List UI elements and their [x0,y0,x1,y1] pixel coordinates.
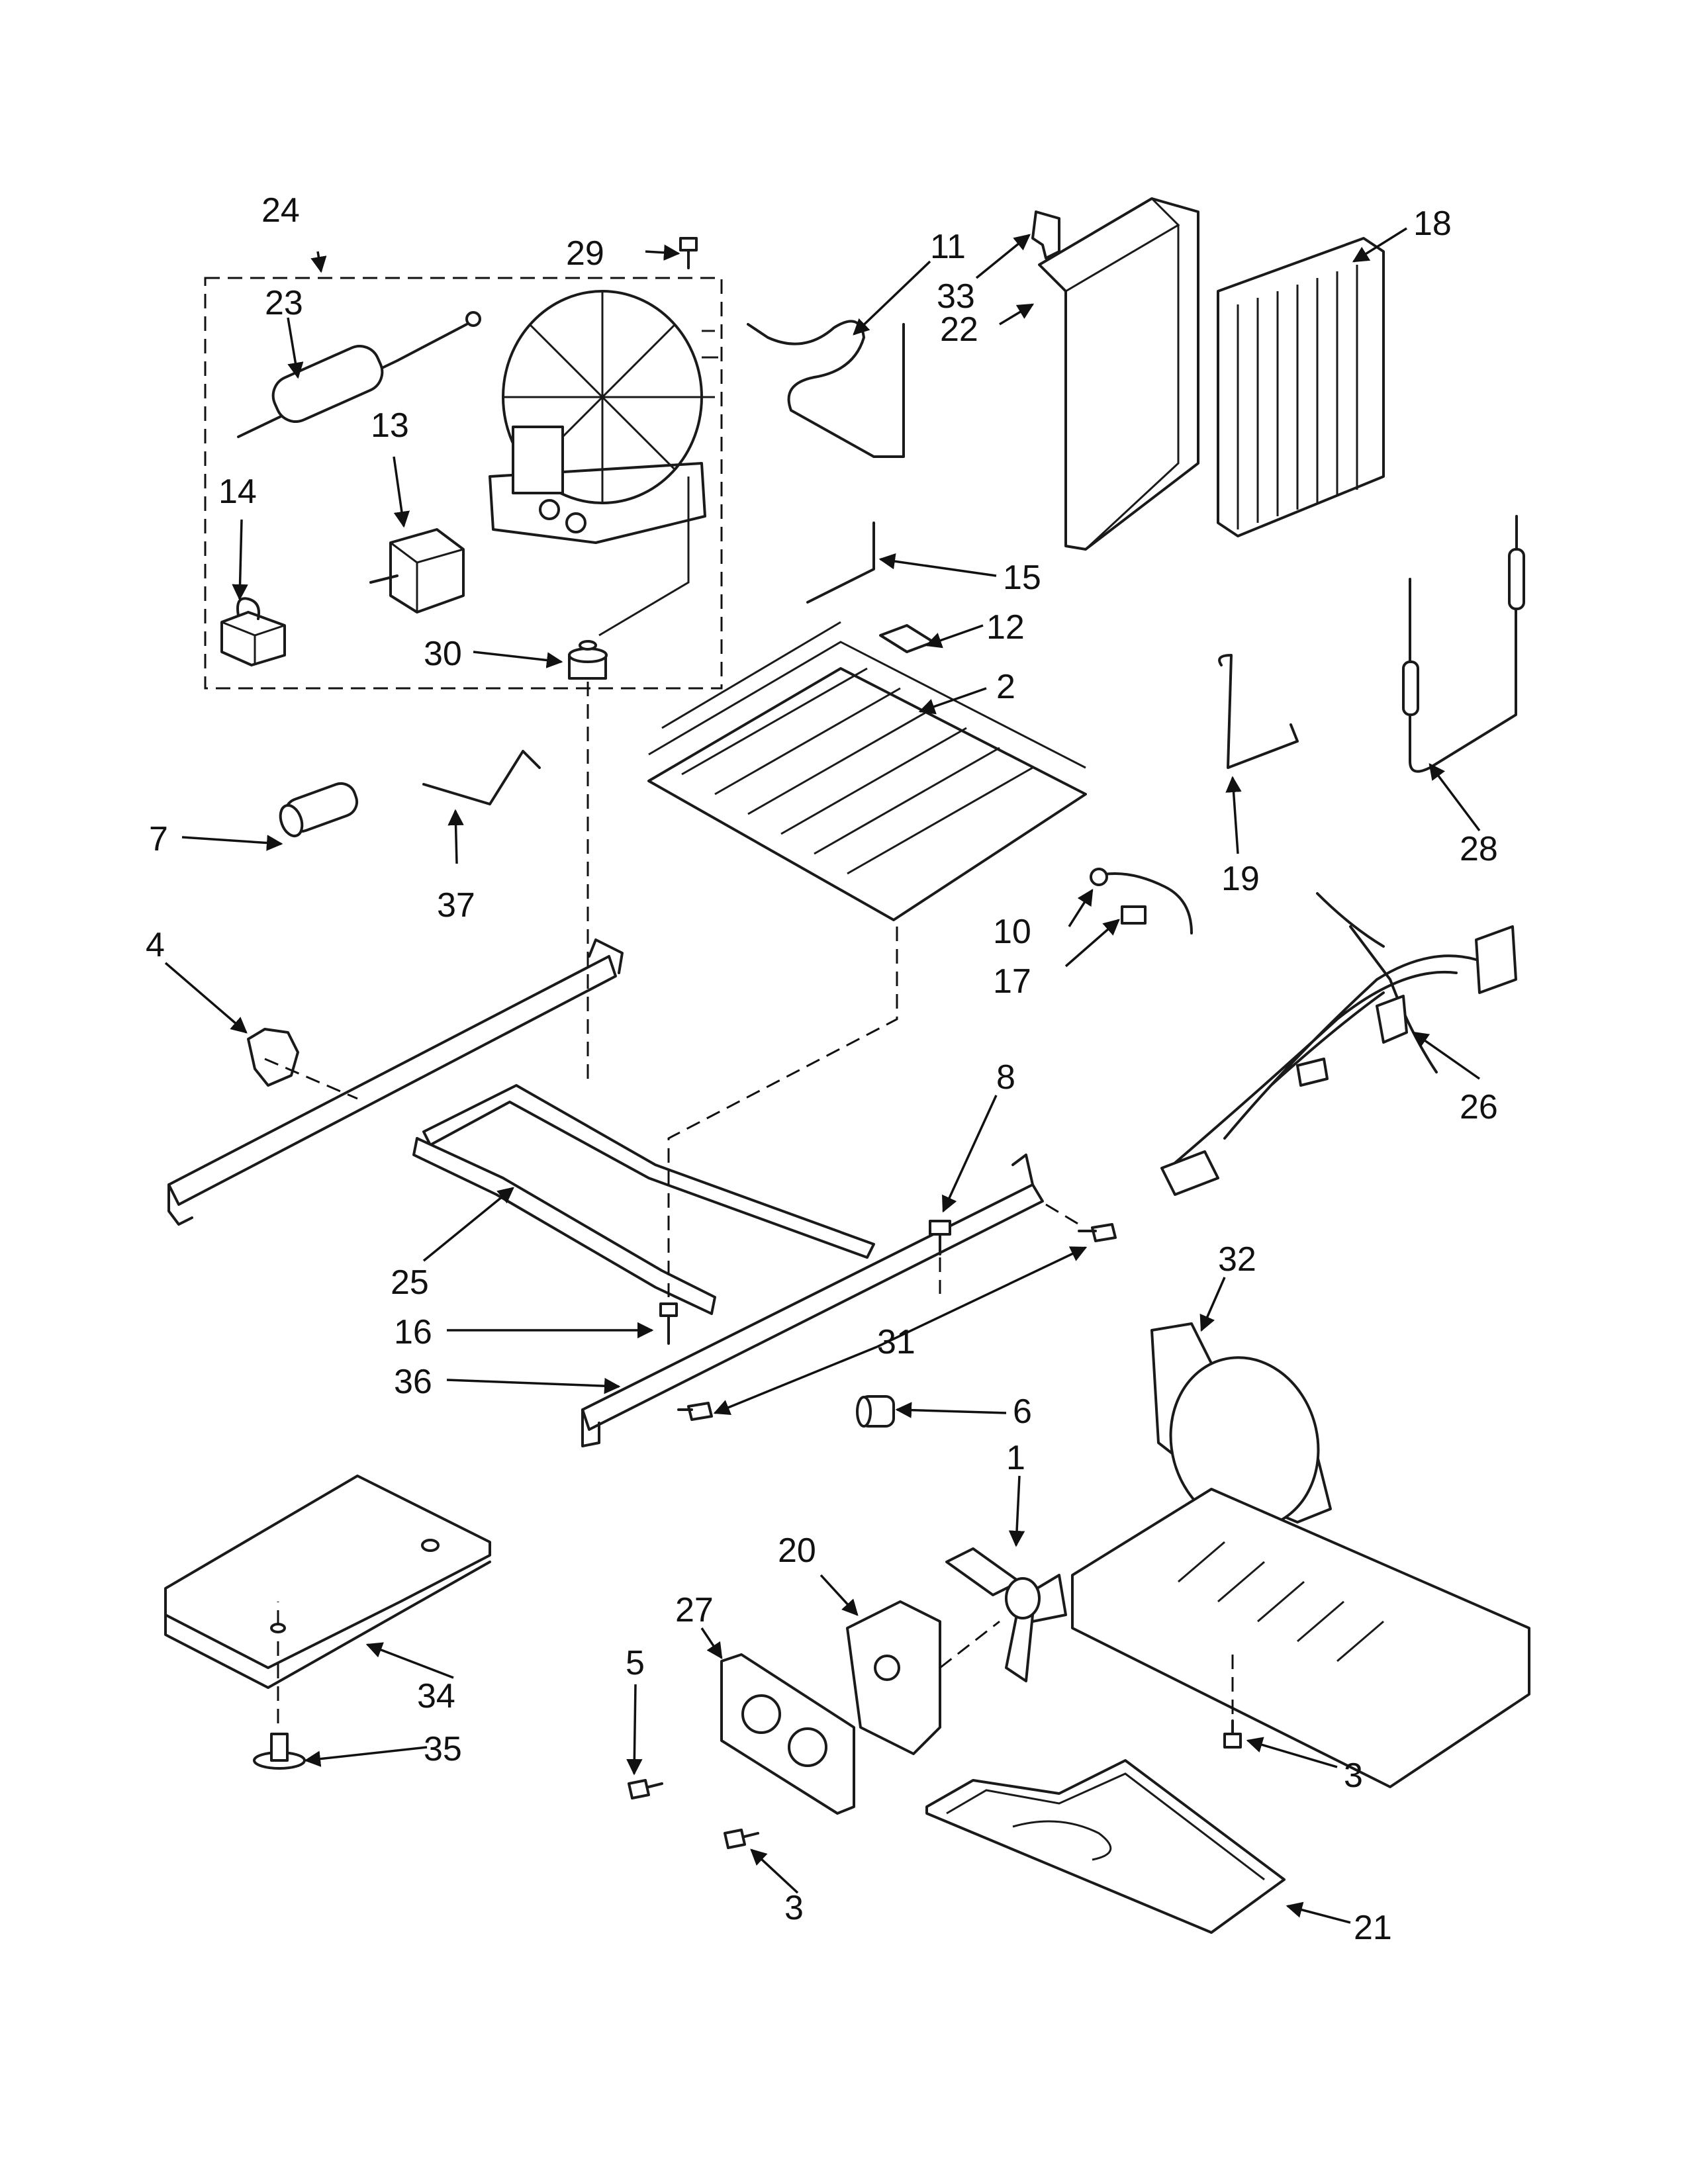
callout-34: 34 [417,1677,455,1715]
callout-7: 7 [149,820,168,858]
callout-36: 36 [394,1363,432,1401]
callout-31: 31 [877,1323,915,1361]
overload-protector-part [220,597,286,666]
fan-blade-part [945,1547,1067,1682]
compressor-assembly-box [204,277,723,690]
assembly-line [939,1620,1000,1669]
callout-19: 19 [1221,860,1260,898]
callout-14: 14 [218,473,257,511]
callout-2: 2 [996,668,1015,706]
callout-6: 6 [1013,1392,1032,1431]
bracket-screws [628,1719,1242,1849]
callout-26: 26 [1460,1088,1498,1126]
screws-group [659,1220,1117,1421]
screw-29 [679,237,698,269]
start-relay-part [369,528,465,614]
clip-33-part [1031,210,1060,259]
callout-5: 5 [626,1644,645,1682]
callout-21: 21 [1354,1909,1392,1947]
callout-10: 10 [993,913,1031,951]
grommet-part [568,477,690,680]
drier-filter-part [237,311,481,438]
fan-shroud-base-part [1071,1322,1530,1788]
compressor-part [489,290,718,544]
callout-32: 32 [1218,1240,1256,1279]
tube-11-part [747,320,905,458]
assembly-line [667,927,898,1297]
callout-15: 15 [1003,559,1041,597]
clip-4-part [247,1028,299,1087]
bracket-19-part [1218,654,1299,769]
drain-heater-part [1090,868,1193,934]
evaporator-part [647,621,1087,921]
callout-22: 22 [940,310,978,349]
callout-28: 28 [1460,830,1498,868]
plug-6-part [856,1395,895,1428]
wire-harness-part [1160,892,1517,1196]
leader-lines [164,227,1481,1924]
fan-motor-part [846,1600,941,1755]
callout-27: 27 [675,1591,714,1629]
callout-13: 13 [371,406,409,445]
callout-16: 16 [394,1313,432,1351]
callout-18: 18 [1413,205,1452,243]
callout-20: 20 [778,1531,816,1570]
callout-11: 11 [930,228,966,266]
cap-tube-28-part [1402,515,1525,773]
assembly-line [264,1058,358,1100]
callout-8: 8 [996,1058,1015,1097]
crossbar-36-part [581,1154,1044,1447]
leveling-leg-part [253,1733,306,1770]
callout-23: 23 [265,284,303,322]
frame-rails-part [167,938,875,1315]
clip-12-part [879,624,935,653]
motor-bracket-part [720,1653,855,1815]
callout-4: 4 [146,926,165,964]
drain-pan-part [925,1759,1286,1934]
tube-15-part [806,522,875,604]
callout-12: 12 [986,608,1025,647]
callout-labels: 1 2 3 3 4 5 6 7 8 10 11 12 13 14 15 16 1… [146,191,1498,1947]
assembly-line [1045,1203,1080,1226]
callout-35: 35 [424,1730,462,1768]
callout-37: 37 [437,886,475,925]
callout-1: 1 [1006,1439,1025,1477]
callout-24: 24 [261,191,300,230]
callout-3: 3 [1344,1756,1363,1795]
wire-37-part [422,750,541,805]
callout-30: 30 [424,635,462,673]
callout-25: 25 [391,1263,429,1302]
callout-33: 33 [937,277,975,316]
callout-29: 29 [566,234,604,273]
callout-17: 17 [993,962,1031,1001]
foam-tube-part [279,782,359,838]
cover-plate-part [164,1475,491,1689]
condenser-part [1217,237,1385,537]
callout-3: 3 [784,1889,804,1927]
condenser-cover-part [1038,197,1199,551]
